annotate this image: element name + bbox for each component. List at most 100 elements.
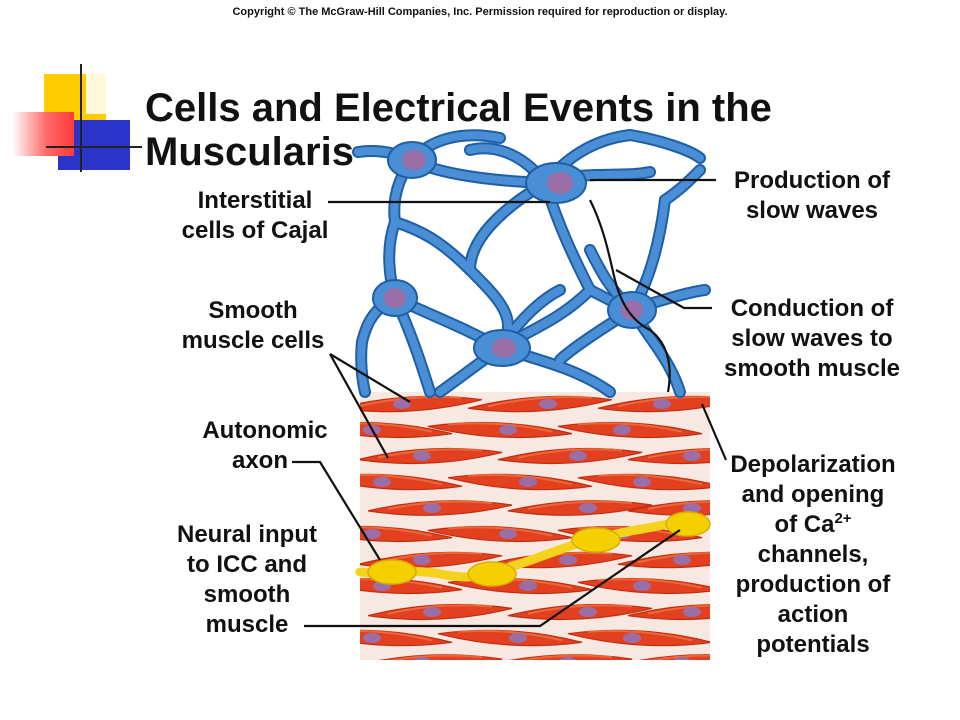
muscle-cell-highlight [527, 500, 633, 510]
muscle-nucleus [499, 529, 517, 539]
label-conduction-slow-waves: Conduction of slow waves to smooth muscl… [704, 294, 920, 384]
axon-varicosity [665, 511, 711, 537]
interstitial-cells-of-cajal [352, 129, 711, 398]
label-autonomic-axon: Autonomic axon [160, 416, 370, 476]
muscle-nucleus [509, 633, 527, 643]
leader-depol [700, 403, 728, 461]
label-neural-line-2: to ICC and [187, 551, 307, 578]
deco-red-gradient [12, 112, 74, 156]
muscle-nucleus [653, 399, 671, 409]
muscle-cell-highlight [457, 629, 563, 642]
title-line-1: Cells and Electrical Events in the [145, 86, 772, 130]
deco-horizontal-line [46, 146, 142, 148]
muscle-nucleus [423, 503, 441, 513]
deco-vertical-line [80, 64, 82, 172]
muscle-nucleus [633, 477, 651, 487]
muscle-cell-highlight [597, 473, 703, 486]
muscle-cell-highlight [647, 604, 710, 615]
leader-smooth-a [329, 353, 411, 403]
icc-nucleus [492, 338, 516, 358]
autonomic-axon [355, 511, 711, 587]
label-icc-line-1: Interstitial [197, 187, 313, 214]
leader-lines [292, 178, 728, 628]
muscle-cell-highlight [647, 500, 710, 510]
muscle-nucleus [579, 607, 597, 617]
muscle-cell-highlight [387, 500, 493, 510]
leader-conduction [615, 269, 712, 310]
muscle-nucleus [673, 555, 691, 565]
icc-nucleus [621, 300, 643, 320]
muscle-nucleus [559, 657, 577, 660]
copyright-notice: Copyright © The McGraw-Hill Companies, I… [232, 6, 728, 18]
muscle-cell-highlight [360, 629, 433, 642]
muscle-cell-highlight [387, 654, 483, 660]
leader-axon [292, 460, 381, 561]
muscle-cell-highlight [360, 395, 463, 407]
label-conduction-line-1: Conduction of [730, 295, 894, 322]
label-axon-line-2: axon [231, 447, 288, 474]
label-depol-line-6: action [777, 601, 849, 628]
muscle-nucleus [373, 477, 391, 487]
icc-nucleus [402, 150, 426, 170]
muscle-cell-highlight [387, 604, 493, 615]
icc-nucleus [547, 172, 573, 194]
muscle-nucleus [519, 477, 537, 487]
muscle-cell-highlight [617, 395, 710, 408]
label-depol-line-1: Depolarization [730, 451, 896, 478]
muscle-cell-highlight [577, 422, 683, 433]
muscle-nucleus [673, 657, 691, 660]
leader-smooth-b [329, 353, 389, 459]
label-conduction-line-2: slow waves to [731, 325, 893, 352]
muscle-cell-highlight [360, 526, 433, 537]
conduction-pathway-line [589, 199, 671, 393]
label-interstitial-cells: Interstitial cells of Cajal [160, 186, 350, 246]
label-smooth-muscle-cells: Smooth muscle cells [158, 296, 348, 356]
muscle-nucleus [683, 503, 701, 513]
muscle-nucleus [363, 633, 381, 643]
muscle-nucleus [569, 451, 587, 461]
label-depol-line-5: production of [735, 571, 891, 598]
label-neural-line-4: muscle [205, 611, 289, 638]
muscle-cell-highlight [647, 654, 710, 660]
muscle-nucleus [633, 581, 651, 591]
muscle-cell-highlight [447, 526, 553, 537]
label-depol-line-7: potentials [756, 631, 870, 658]
muscle-nucleus [683, 607, 701, 617]
axon-varicosity [467, 561, 517, 587]
muscle-cell-highlight [487, 395, 593, 408]
label-icc-line-2: cells of Cajal [181, 217, 329, 244]
muscle-cell-highlight [647, 448, 710, 459]
muscle-cell-highlight [517, 654, 613, 660]
deco-white-block [86, 74, 116, 114]
icc-nucleus [384, 288, 406, 308]
muscle-nucleus [363, 529, 381, 539]
muscle-cell-highlight [467, 473, 573, 486]
muscle-nucleus [519, 581, 537, 591]
axon-varicosity [367, 559, 417, 585]
muscle-cell-highlight [517, 448, 623, 459]
label-depol-line-4: channels, [757, 541, 869, 568]
muscle-nucleus [499, 425, 517, 435]
muscle-nucleus [559, 555, 577, 565]
muscle-nucleus [413, 555, 431, 565]
label-depol-ca-superscript: 2+ [834, 510, 852, 527]
label-depolarization: Depolarization and opening of Ca2+ chann… [710, 450, 916, 660]
muscle-nucleus [539, 399, 557, 409]
muscle-cell-highlight [637, 551, 710, 564]
muscle-nucleus [623, 633, 641, 643]
muscle-nucleus [393, 399, 411, 409]
label-production-line-1: Production of [734, 167, 890, 194]
axon-varicosity [571, 527, 621, 553]
label-neural-line-3: smooth [203, 581, 291, 608]
page-title: Cells and Electrical Events in the Muscu… [145, 86, 772, 174]
label-depol-line-2: and opening [741, 481, 885, 508]
muscle-cell-highlight [527, 604, 633, 615]
muscle-nucleus [613, 425, 631, 435]
label-neural-input: Neural input to ICC and smooth muscle [152, 520, 342, 640]
title-line-2: Muscularis [145, 130, 354, 174]
muscle-nucleus [683, 451, 701, 461]
muscle-nucleus [423, 607, 441, 617]
label-smooth-line-1: Smooth [208, 297, 298, 324]
smooth-muscle-cell [360, 421, 453, 439]
